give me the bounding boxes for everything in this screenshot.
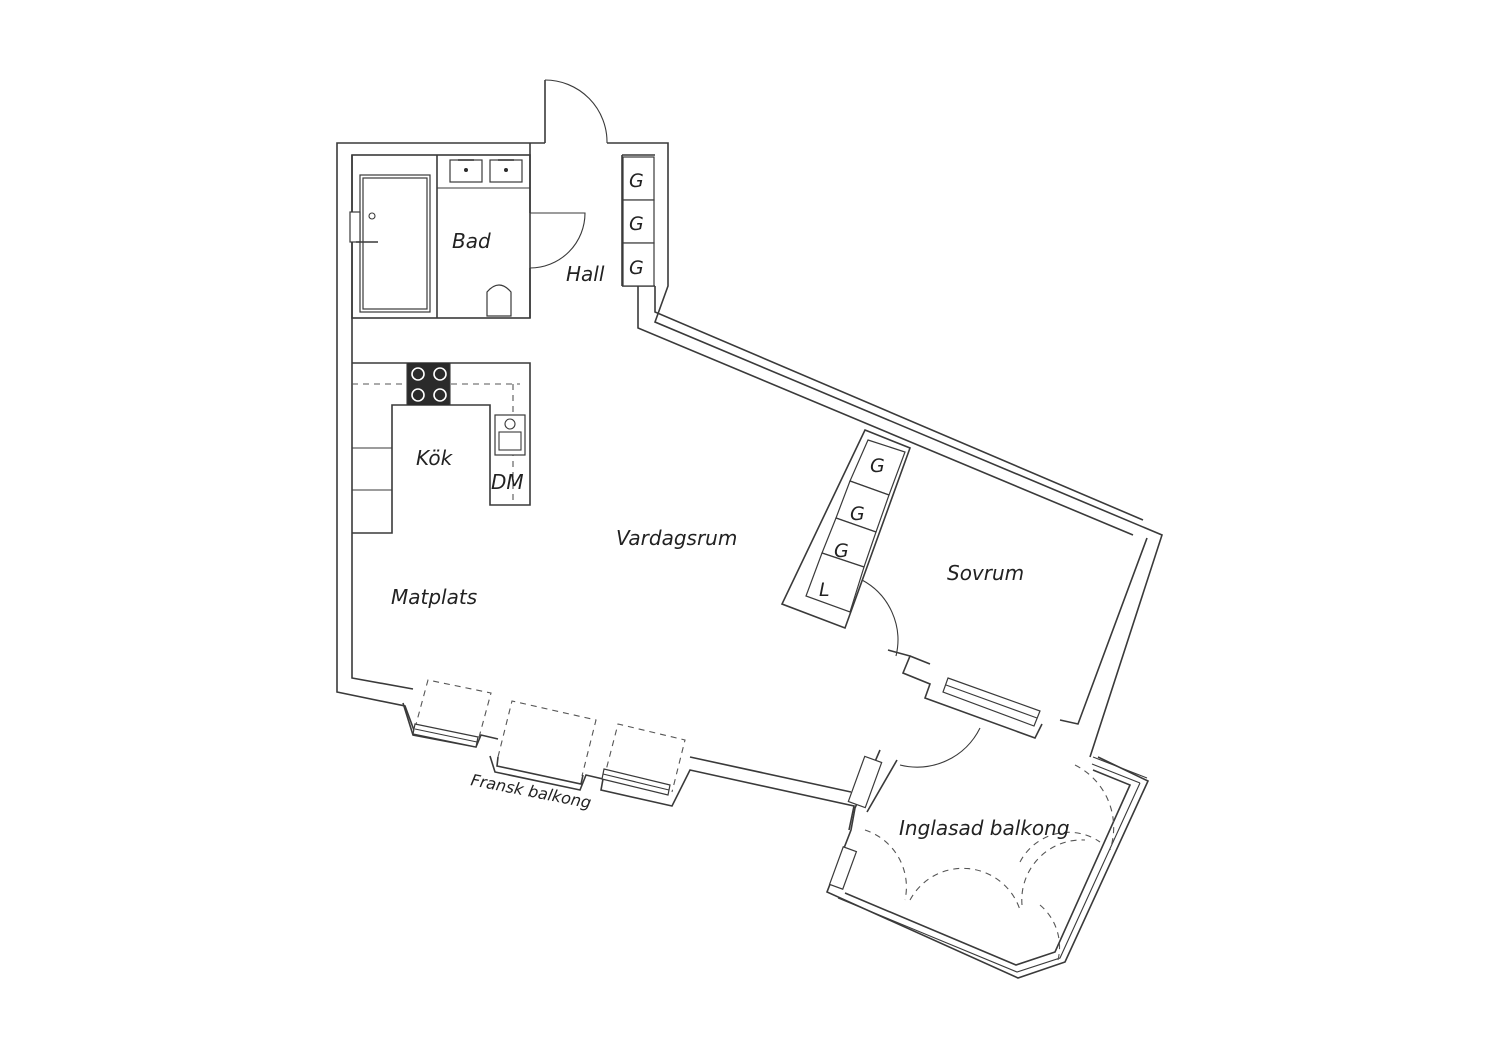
label-bad: Bad (452, 229, 491, 253)
toilet (486, 284, 512, 317)
closet-label: G (834, 540, 849, 562)
glazed-balcony (825, 727, 1150, 979)
label-hall: Hall (566, 262, 605, 286)
kitchen (352, 362, 531, 534)
bedroom-door (861, 579, 1043, 739)
label-vardagsrum: Vardagsrum (616, 526, 737, 550)
closet-label: G (629, 257, 644, 279)
kitchen-sink (494, 414, 526, 456)
entrance-door (529, 79, 608, 318)
label-sovrum: Sovrum (947, 561, 1024, 585)
balcony-door (899, 727, 981, 768)
label-matplats: Matplats (391, 585, 477, 609)
bathroom (349, 154, 586, 319)
closet-label: G (629, 213, 644, 235)
label-kok: Kök (416, 446, 454, 470)
hall-closets (622, 156, 655, 287)
shower-controls (349, 211, 361, 243)
closet-label: G (870, 455, 885, 477)
bathroom-door (529, 212, 586, 269)
label-fransk-balkong: Fransk balkong (469, 770, 593, 812)
outer-walls (336, 142, 1163, 831)
closet-label: L (819, 579, 830, 601)
bedroom-window (942, 677, 1041, 727)
label-dm: DM (491, 470, 524, 494)
bedroom-closets (780, 428, 912, 630)
closet-label: G (629, 170, 644, 192)
room-labels: Bad Hall Kök DM Vardagsrum Matplats Sovr… (391, 229, 1070, 840)
label-inglasad-balkong: Inglasad balkong (899, 816, 1070, 840)
closet-labels: G G G G G G L (629, 170, 885, 601)
closet-label: G (850, 503, 865, 525)
front-windows (412, 679, 686, 796)
